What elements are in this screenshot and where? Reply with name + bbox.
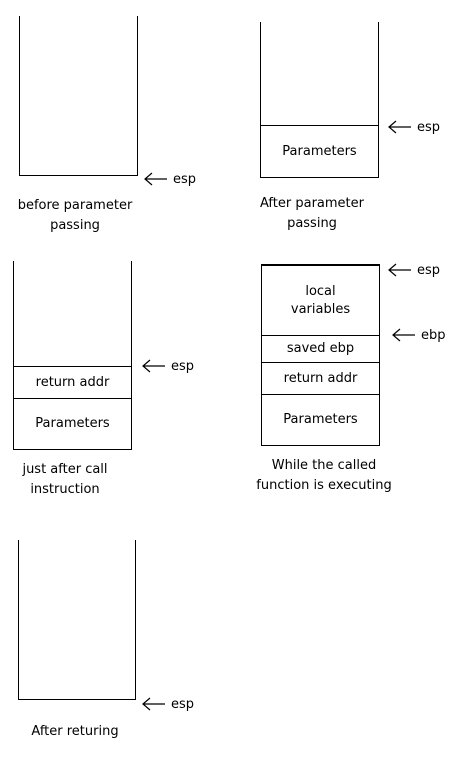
left-arrow-icon — [392, 328, 415, 342]
esp-label: esp — [171, 358, 195, 374]
stack-empty-before — [19, 16, 138, 176]
caption-before-parameter-passing: before parameter passing — [14, 196, 136, 236]
esp-pointer: esp — [141, 358, 194, 374]
caption-line: passing — [50, 218, 100, 233]
stack-just-after-call: return addr Parameters — [13, 261, 132, 450]
stack-cell-parameters: Parameters — [262, 394, 379, 445]
stack-cell-parameters: Parameters — [261, 125, 378, 177]
stack-function-executing: local variables saved ebp return addr Pa… — [261, 264, 380, 446]
stack-cell-return-addr: return addr — [14, 366, 131, 398]
ebp-pointer: ebp — [391, 327, 446, 343]
caption-after-parameter-passing: After parameter passing — [252, 194, 372, 234]
esp-label: esp — [173, 171, 197, 187]
stack-cell-return-addr: return addr — [262, 362, 379, 394]
esp-pointer: esp — [141, 696, 194, 712]
ebp-label: ebp — [421, 327, 446, 343]
caption-line: After returing — [31, 724, 119, 739]
esp-label: esp — [417, 262, 441, 278]
caption-line: After parameter — [260, 196, 364, 211]
esp-label: esp — [417, 119, 441, 135]
caption-line: instruction — [30, 482, 100, 497]
stack-after-parameter-passing: Parameters — [260, 22, 379, 178]
caption-line: passing — [287, 216, 337, 231]
left-arrow-icon — [388, 263, 411, 277]
left-arrow-icon — [142, 359, 165, 373]
caption-line: While the called — [271, 458, 377, 473]
esp-pointer: esp — [387, 262, 440, 278]
stack-cell-saved-ebp: saved ebp — [262, 335, 379, 362]
esp-pointer: esp — [143, 171, 196, 187]
caption-line: just after call — [22, 462, 108, 477]
esp-label: esp — [171, 696, 195, 712]
caption-while-called-function-executing: While the called function is executing — [248, 456, 400, 496]
stack-after-returning — [18, 540, 136, 700]
stack-cell-local-variables: local variables — [262, 265, 379, 336]
caption-line: function is executing — [256, 478, 392, 493]
caption-after-returning: After returing — [20, 722, 130, 742]
stack-cell-local-variables-text: local variables — [290, 284, 351, 317]
esp-pointer: esp — [387, 119, 440, 135]
stack-cell-parameters: Parameters — [14, 398, 131, 449]
left-arrow-icon — [388, 120, 411, 134]
caption-line: before parameter — [17, 198, 133, 213]
caption-just-after-call-instruction: just after call instruction — [10, 460, 120, 500]
left-arrow-icon — [142, 697, 165, 711]
left-arrow-icon — [144, 172, 167, 186]
